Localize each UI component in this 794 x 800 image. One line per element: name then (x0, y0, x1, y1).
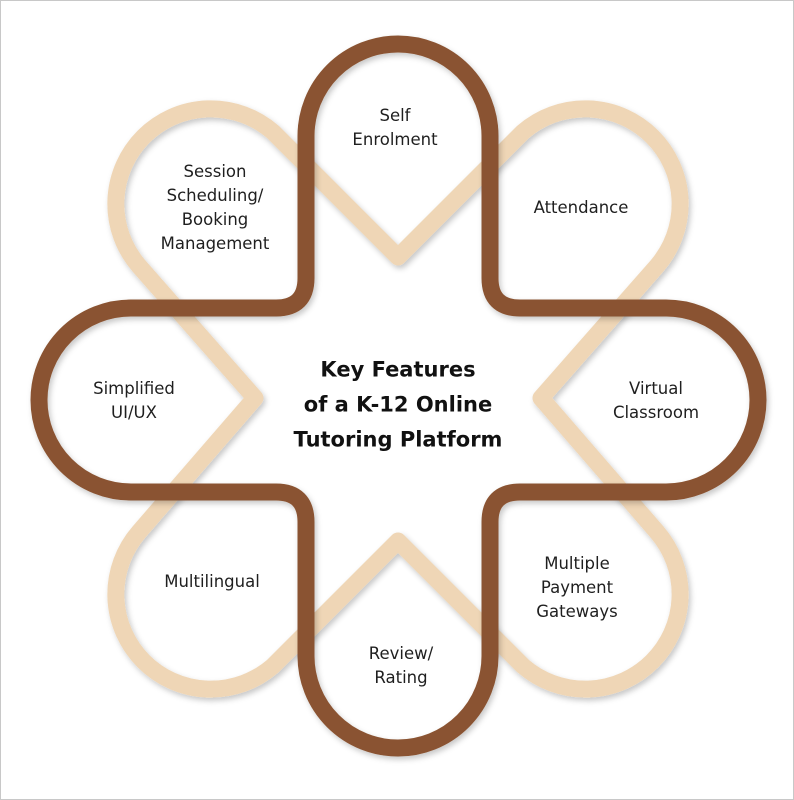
feature-attendance: Attendance (533, 198, 629, 217)
feature-review-rating: Review/ Rating (368, 644, 434, 687)
feature-virtual-classroom: Virtual Classroom (612, 379, 700, 422)
light-petal-ring (107, 100, 689, 698)
feature-self-enrolment: Self Enrolment (352, 106, 438, 149)
feature-multilingual: Multilingual (164, 572, 260, 591)
feature-session-scheduling: Session Scheduling/ Booking Management (160, 162, 270, 253)
feature-multiple-payment-gateways: Multiple Payment Gateways (536, 554, 618, 621)
feature-simplified-ui-ux: Simplified UI/UX (93, 379, 175, 422)
dark-petal-ring (30, 35, 767, 757)
diagram-title: Key Features of a K-12 Online Tutoring P… (293, 357, 503, 452)
